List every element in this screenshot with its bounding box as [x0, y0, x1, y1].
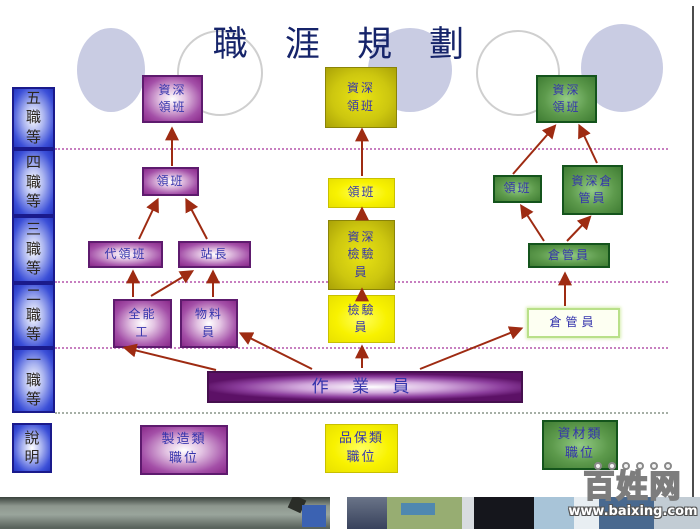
level-badge-3: 三 職 等	[12, 216, 55, 283]
photo-segment	[654, 497, 700, 529]
watermark-logo: 百姓网	[583, 469, 683, 505]
node-mat-warehouse-keeper-l2: 倉管員	[528, 243, 610, 268]
watermark-url: www.baixing.com	[568, 503, 698, 519]
watermark: 百姓网 www.baixing.com	[566, 462, 700, 519]
photo-segment	[474, 497, 534, 529]
node-mfg-deputy-foreman: 代領班	[88, 241, 163, 268]
filled-circle-decor	[77, 28, 145, 112]
node-mat-warehouse-keeper-l1: 倉管員	[527, 308, 620, 338]
photo-segment	[347, 497, 387, 529]
separator-line-grade5	[55, 148, 668, 150]
category-quality: 品保類 職位	[325, 424, 398, 473]
level-badge-2: 二 職 等	[12, 283, 55, 348]
photo-segment	[462, 497, 474, 529]
outline-circle-decor	[476, 30, 560, 116]
category-materials: 資材類 職位	[542, 420, 618, 470]
category-manufacturing: 製造類 職位	[140, 425, 228, 475]
page-title: 職 涯 規 劃	[212, 25, 478, 65]
node-qa-foreman: 領班	[328, 178, 395, 208]
node-mat-senior-warehouse-keeper: 資深倉 管員	[562, 165, 623, 215]
photo-segment-control-panel	[387, 497, 462, 529]
node-mfg-foreman: 領班	[142, 167, 199, 196]
photo-segment	[534, 497, 574, 529]
photo-segment	[599, 497, 654, 529]
right-edge-line	[692, 6, 694, 505]
node-qa-inspector: 檢驗 員	[328, 295, 395, 343]
legend-badge: 說 明	[12, 423, 52, 473]
node-mfg-senior-foreman: 資深 領班	[142, 75, 203, 123]
watermark-dots	[566, 462, 700, 470]
node-mfg-material-handler: 物料 員	[180, 299, 238, 348]
photo-strip-left	[0, 497, 330, 529]
photo-detail	[302, 505, 326, 527]
node-mfg-station-chief: 站長	[178, 241, 251, 268]
level-badge-5: 五 職 等	[12, 87, 55, 149]
level-badge-4: 四 職 等	[12, 149, 55, 216]
node-mat-senior-foreman: 資深 領班	[536, 75, 597, 123]
level-badge-1: 一 職 等	[12, 348, 55, 413]
node-qa-senior-inspector: 資深 檢驗 員	[328, 220, 395, 290]
panel-screen	[401, 503, 435, 515]
filled-circle-decor	[581, 24, 663, 112]
photo-strip-right	[347, 497, 700, 529]
node-mat-foreman: 領班	[493, 175, 542, 203]
separator-line-grade1	[55, 412, 668, 414]
outline-circle-decor	[177, 30, 263, 116]
node-operator: 作 業 員	[207, 371, 523, 403]
node-mfg-all-round-worker: 全能 工	[113, 299, 172, 348]
node-qa-senior-foreman: 資深 領班	[325, 67, 397, 128]
photo-segment	[574, 497, 599, 529]
